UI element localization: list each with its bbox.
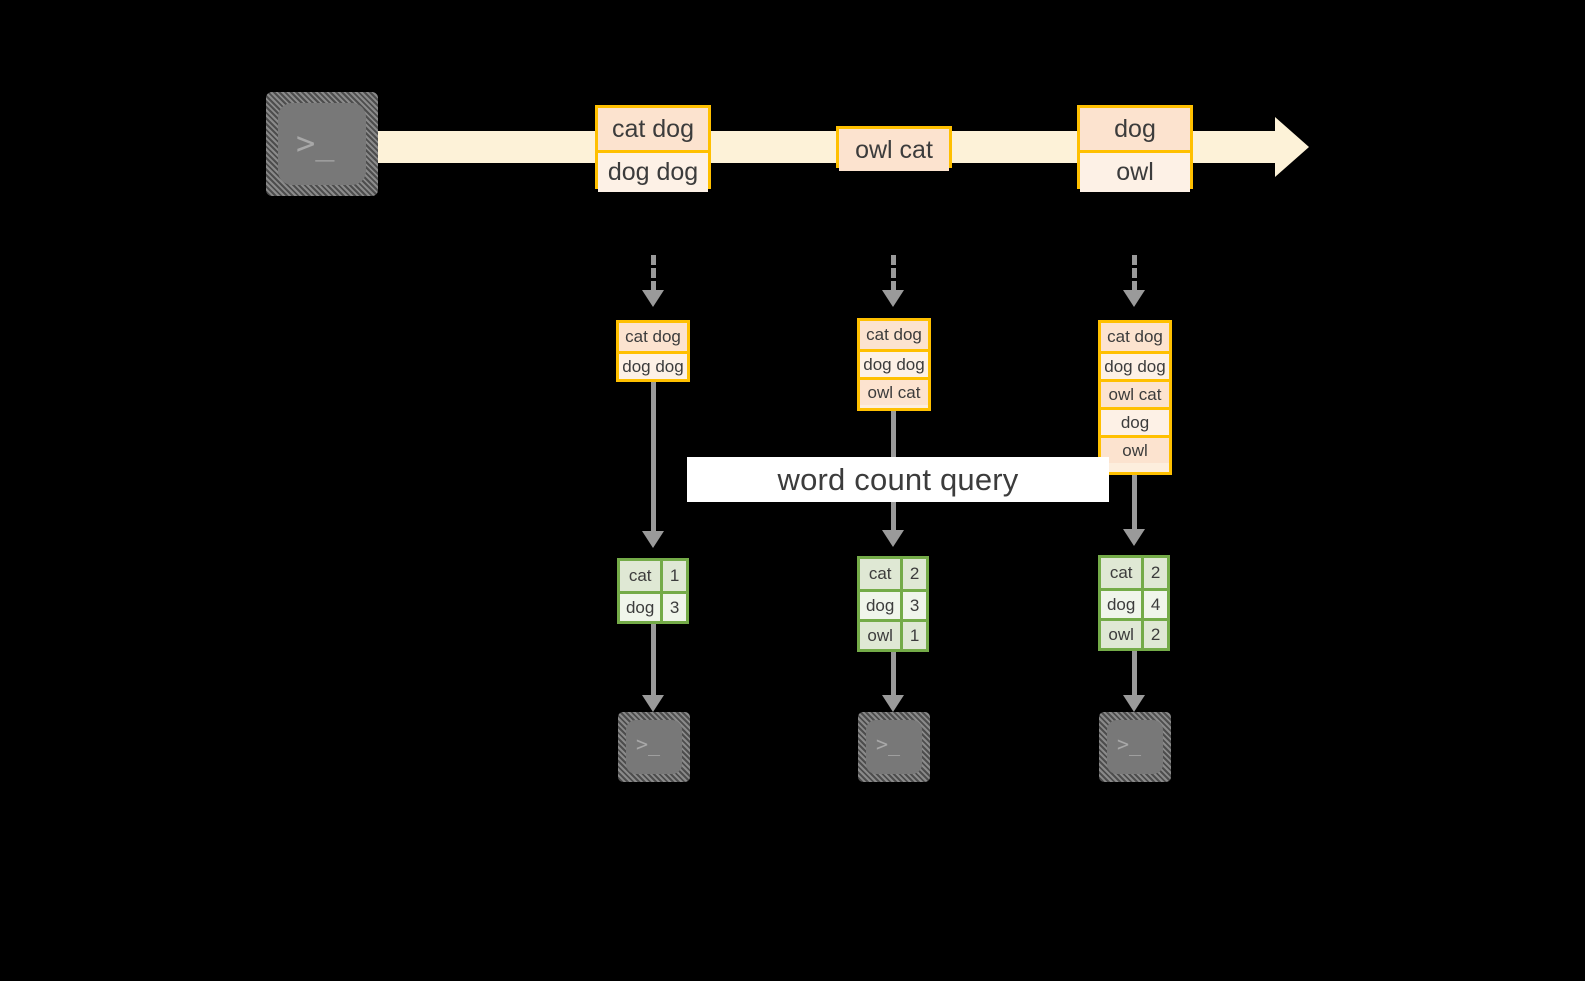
batch-line: cat dog bbox=[860, 321, 928, 349]
batch-line: owl cat bbox=[860, 377, 928, 405]
result-word-cell: cat bbox=[1101, 558, 1142, 588]
stream-event-line: owl cat bbox=[839, 129, 949, 171]
table-row[interactable]: owl 2 bbox=[1101, 618, 1167, 648]
batch-line: cat dog bbox=[619, 323, 687, 351]
consumer-terminal-prompt: >_ bbox=[1117, 732, 1142, 756]
result-to-consumer-arrowhead bbox=[1123, 695, 1145, 712]
stream-to-batch-connector bbox=[651, 255, 656, 291]
result-count-cell: 2 bbox=[1141, 558, 1167, 588]
batch-to-result-arrowhead bbox=[882, 530, 904, 547]
result-table[interactable]: cat 1 dog 3 bbox=[617, 558, 689, 624]
result-count-cell: 4 bbox=[1141, 591, 1167, 618]
stream-to-batch-arrowhead bbox=[642, 290, 664, 307]
event-stream-arrowhead bbox=[1275, 117, 1309, 177]
result-table[interactable]: cat 2 dog 4 owl 2 bbox=[1098, 555, 1170, 651]
consumer-terminal-screen: >_ bbox=[1107, 720, 1163, 774]
stream-event-box[interactable]: cat dog dog dog bbox=[595, 105, 711, 192]
table-row[interactable]: cat 1 bbox=[620, 561, 686, 591]
stream-to-batch-connector bbox=[1132, 255, 1137, 291]
table-row[interactable]: cat 2 bbox=[1101, 558, 1167, 588]
batch-to-result-connector bbox=[651, 382, 656, 532]
result-word-cell: dog bbox=[860, 592, 901, 619]
table-row[interactable]: dog 3 bbox=[860, 589, 926, 619]
table-row[interactable]: dog 3 bbox=[620, 591, 686, 621]
producer-terminal-screen: >_ bbox=[278, 103, 366, 185]
batch-box[interactable]: cat dog dog dog owl cat dog owl bbox=[1098, 320, 1172, 475]
table-row[interactable]: dog 4 bbox=[1101, 588, 1167, 618]
query-label-band: word count query bbox=[687, 457, 1109, 502]
result-word-cell: dog bbox=[1101, 591, 1142, 618]
batch-to-result-arrowhead bbox=[1123, 529, 1145, 546]
consumer-terminal-icon[interactable]: >_ bbox=[858, 712, 930, 782]
result-word-cell: owl bbox=[860, 622, 901, 649]
consumer-terminal-prompt: >_ bbox=[876, 732, 901, 756]
stream-to-batch-arrowhead bbox=[1123, 290, 1145, 307]
consumer-terminal-screen: >_ bbox=[866, 720, 922, 774]
result-to-consumer-connector bbox=[891, 652, 896, 696]
batch-line: owl cat bbox=[1101, 379, 1169, 407]
stream-event-line: owl bbox=[1080, 150, 1190, 192]
stream-to-batch-connector bbox=[891, 255, 896, 291]
batch-box[interactable]: cat dog dog dog owl cat bbox=[857, 318, 931, 411]
stream-event-box[interactable]: owl cat bbox=[836, 126, 952, 171]
batch-line: dog dog bbox=[1101, 351, 1169, 379]
consumer-terminal-icon[interactable]: >_ bbox=[1099, 712, 1171, 782]
consumer-terminal-icon[interactable]: >_ bbox=[618, 712, 690, 782]
result-word-cell: cat bbox=[860, 559, 901, 589]
producer-terminal-prompt: >_ bbox=[296, 124, 335, 162]
consumer-terminal-prompt: >_ bbox=[636, 732, 661, 756]
result-to-consumer-connector bbox=[651, 624, 656, 696]
result-count-cell: 3 bbox=[900, 592, 926, 619]
result-to-consumer-arrowhead bbox=[642, 695, 664, 712]
result-word-cell: dog bbox=[620, 594, 661, 621]
batch-to-result-arrowhead bbox=[642, 531, 664, 548]
result-count-cell: 1 bbox=[660, 561, 686, 591]
result-count-cell: 3 bbox=[660, 594, 686, 621]
result-word-cell: cat bbox=[620, 561, 661, 591]
stream-event-line: cat dog bbox=[598, 108, 708, 150]
table-row[interactable]: owl 1 bbox=[860, 619, 926, 649]
batch-line: dog dog bbox=[860, 349, 928, 377]
batch-to-result-connector bbox=[1132, 475, 1137, 531]
query-label-text: word count query bbox=[777, 461, 1019, 497]
consumer-terminal-screen: >_ bbox=[626, 720, 682, 774]
result-count-cell: 2 bbox=[900, 559, 926, 589]
stream-event-line: dog bbox=[1080, 108, 1190, 150]
batch-line: dog bbox=[1101, 407, 1169, 435]
batch-line: owl bbox=[1101, 435, 1169, 463]
table-row[interactable]: cat 2 bbox=[860, 559, 926, 589]
result-word-cell: owl bbox=[1101, 621, 1142, 648]
batch-line: dog dog bbox=[619, 351, 687, 379]
result-to-consumer-arrowhead bbox=[882, 695, 904, 712]
stream-event-line: dog dog bbox=[598, 150, 708, 192]
producer-terminal-icon[interactable]: >_ bbox=[266, 92, 378, 196]
batch-line: cat dog bbox=[1101, 323, 1169, 351]
result-table[interactable]: cat 2 dog 3 owl 1 bbox=[857, 556, 929, 652]
batch-box[interactable]: cat dog dog dog bbox=[616, 320, 690, 382]
result-to-consumer-connector bbox=[1132, 651, 1137, 696]
result-count-cell: 1 bbox=[900, 622, 926, 649]
stream-event-box[interactable]: dog owl bbox=[1077, 105, 1193, 192]
stream-to-batch-arrowhead bbox=[882, 290, 904, 307]
result-count-cell: 2 bbox=[1141, 621, 1167, 648]
